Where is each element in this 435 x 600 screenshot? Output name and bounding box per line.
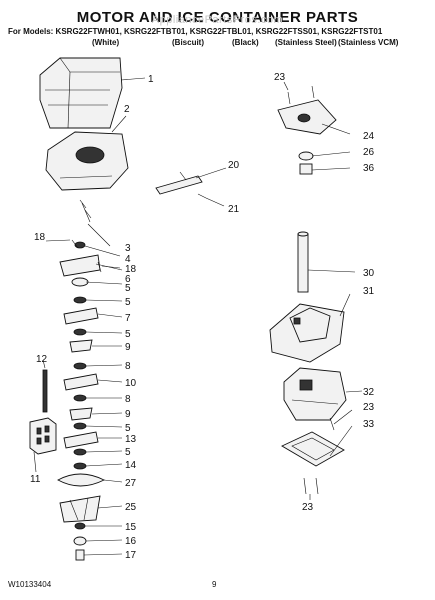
bracket-24-part bbox=[277, 99, 337, 135]
callout-18a: 18 bbox=[34, 232, 46, 243]
part-11-block bbox=[29, 417, 57, 455]
bushing-36-part bbox=[299, 163, 313, 175]
callout-21: 21 bbox=[228, 204, 240, 215]
callout-31: 31 bbox=[363, 286, 375, 297]
shaft-30-part bbox=[297, 231, 309, 293]
motor-32-part bbox=[283, 367, 347, 421]
callout-27: 27 bbox=[125, 478, 137, 489]
part-12-rod bbox=[42, 369, 48, 413]
gasket-33-part bbox=[281, 431, 345, 467]
callout-17: 17 bbox=[125, 550, 137, 561]
variant-stainless-vcm: (Stainless VCM) bbox=[338, 38, 399, 47]
screw-23-bottom bbox=[303, 477, 319, 495]
part-20-bracket bbox=[155, 171, 203, 195]
variant-biscuit: (Biscuit) bbox=[172, 38, 204, 47]
page-title: MOTOR AND ICE CONTAINER PARTS bbox=[76, 9, 359, 26]
screw-18-parts bbox=[71, 239, 102, 273]
spring-part bbox=[79, 199, 92, 223]
leader-lines bbox=[33, 77, 363, 556]
callout-9a: 9 bbox=[125, 342, 131, 353]
callout-6: 6 bbox=[125, 274, 131, 285]
callout-5a: 5 bbox=[125, 283, 131, 294]
callout-11: 11 bbox=[30, 474, 41, 485]
callout-5c: 5 bbox=[125, 329, 131, 340]
callout-36: 36 bbox=[363, 163, 375, 174]
callout-7: 7 bbox=[125, 313, 131, 324]
callout-16: 16 bbox=[125, 536, 137, 547]
callout-32: 32 bbox=[363, 387, 375, 398]
callout-23a: 23 bbox=[274, 72, 286, 83]
callout-9b: 9 bbox=[125, 409, 131, 420]
callout-26: 26 bbox=[363, 147, 375, 158]
part-21-pin bbox=[197, 193, 207, 199]
motor-cover-31-part bbox=[269, 303, 345, 363]
callout-13: 13 bbox=[125, 434, 137, 445]
callout-3: 3 bbox=[125, 243, 131, 254]
callout-30: 30 bbox=[363, 268, 375, 279]
ice-container-part bbox=[39, 57, 123, 129]
callout-8b: 8 bbox=[125, 394, 131, 405]
page-number: 9 bbox=[212, 580, 217, 589]
callout-33: 33 bbox=[363, 419, 375, 430]
variant-stainless-steel: (Stainless Steel) bbox=[275, 38, 337, 47]
clip-26-part bbox=[298, 151, 314, 161]
callout-5d: 5 bbox=[125, 423, 131, 434]
watermark-text: AppliancePartsPros.com bbox=[151, 14, 284, 26]
callout-10: 10 bbox=[125, 378, 137, 389]
models-line: For Models: KSRG22FTWH01, KSRG22FTBT01, … bbox=[8, 27, 383, 36]
callout-18b: 18 bbox=[125, 264, 137, 275]
callout-25: 25 bbox=[125, 502, 137, 513]
callout-23b: 23 bbox=[363, 402, 375, 413]
callout-23c: 23 bbox=[302, 502, 314, 513]
callout-1: 1 bbox=[148, 74, 154, 85]
callout-5b: 5 bbox=[125, 297, 131, 308]
callout-15: 15 bbox=[125, 522, 137, 533]
callout-14: 14 bbox=[125, 460, 137, 471]
callout-24: 24 bbox=[363, 131, 375, 142]
callout-4: 4 bbox=[125, 254, 131, 265]
variant-black: (Black) bbox=[232, 38, 259, 47]
document-code: W10133404 bbox=[8, 580, 52, 589]
auger-parts-stack bbox=[57, 241, 106, 561]
screw-23-top bbox=[287, 85, 315, 105]
housing-cover-part bbox=[45, 131, 129, 191]
callout-8a: 8 bbox=[125, 361, 131, 372]
callout-12: 12 bbox=[36, 354, 48, 365]
callout-20: 20 bbox=[228, 160, 240, 171]
variant-white: (White) bbox=[92, 38, 120, 47]
callout-5e: 5 bbox=[125, 447, 131, 458]
screw-23-mid bbox=[329, 417, 335, 431]
callout-2: 2 bbox=[124, 104, 130, 115]
callout-labels: 1 2 3 4 5 6 5 7 5 9 8 10 8 9 5 13 5 14 2… bbox=[30, 72, 375, 561]
